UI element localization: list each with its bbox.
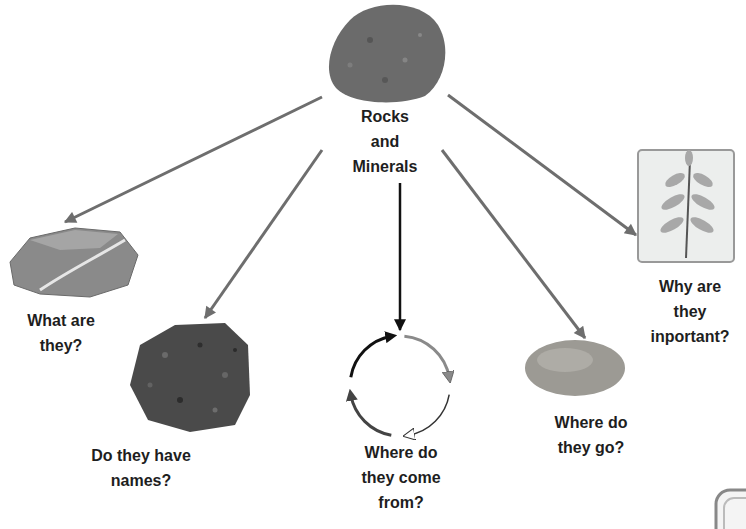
- tab-outline: [716, 490, 746, 529]
- node-label: Do they have names?: [87, 443, 195, 493]
- cycle-arrow: [351, 336, 392, 377]
- connector-arrow: [205, 150, 322, 318]
- fossil-leaf: [689, 191, 717, 213]
- rock-pore: [177, 397, 183, 403]
- pebble-shape: [525, 340, 625, 396]
- rock-speckle: [418, 33, 422, 37]
- topic-node: What are they?: [5, 222, 145, 362]
- rock-pore: [198, 343, 203, 348]
- rock-shape: [130, 323, 250, 432]
- rock-pore: [148, 383, 153, 388]
- porous-rock: [130, 323, 250, 432]
- topic-node: Why are they inportant?: [636, 148, 742, 353]
- topic-node: Do they have names?: [60, 318, 260, 497]
- topic-node: Rocks and Minerals: [322, 0, 448, 183]
- pebble-shade: [537, 348, 593, 372]
- rock-speckle: [348, 63, 353, 68]
- central-rock: [329, 5, 445, 103]
- rock-speckle: [403, 58, 408, 63]
- fossil-leaf: [658, 214, 686, 236]
- rock-pore: [222, 372, 228, 378]
- node-label: Why are they inportant?: [644, 274, 736, 349]
- fossil-leaf: [685, 150, 693, 166]
- connector-arrow: [399, 183, 402, 330]
- sand-pebble: [525, 340, 625, 396]
- topic-node: Where do they go?: [520, 338, 660, 464]
- node-label: What are they?: [22, 308, 100, 358]
- fossil-slab: [638, 150, 734, 262]
- fossil-leaf: [688, 214, 716, 236]
- connector-arrow: [448, 95, 636, 235]
- fossil-tile: [638, 150, 734, 262]
- connector-arrow: [442, 150, 585, 338]
- node-label: Where do they go?: [549, 410, 633, 460]
- rock-shape: [329, 5, 445, 103]
- rock-shape: [10, 228, 138, 297]
- fossil-stem: [686, 160, 690, 258]
- veined-rock: [10, 228, 138, 297]
- fossil-leaf: [691, 170, 715, 190]
- corner-tab: [716, 490, 746, 529]
- rock-cycle: [351, 336, 449, 435]
- topic-node: Where do they come from?: [330, 330, 470, 519]
- rock-face: [30, 230, 118, 250]
- rock-pore: [213, 408, 218, 413]
- rock-pore: [233, 348, 237, 352]
- cycle-arrow: [404, 336, 449, 377]
- node-label: Where do they come from?: [359, 440, 443, 515]
- rock-speckle: [367, 37, 373, 43]
- fossil-leaf: [659, 191, 687, 213]
- cycle-arrow: [351, 395, 392, 436]
- tab-inner: [724, 498, 746, 529]
- fossil-leaf: [663, 170, 687, 190]
- node-label: Rocks and Minerals: [349, 104, 421, 179]
- rock-vein: [40, 240, 125, 290]
- rock-speckle: [382, 77, 388, 83]
- cycle-arrow: [409, 395, 450, 436]
- rock-pore: [162, 352, 168, 358]
